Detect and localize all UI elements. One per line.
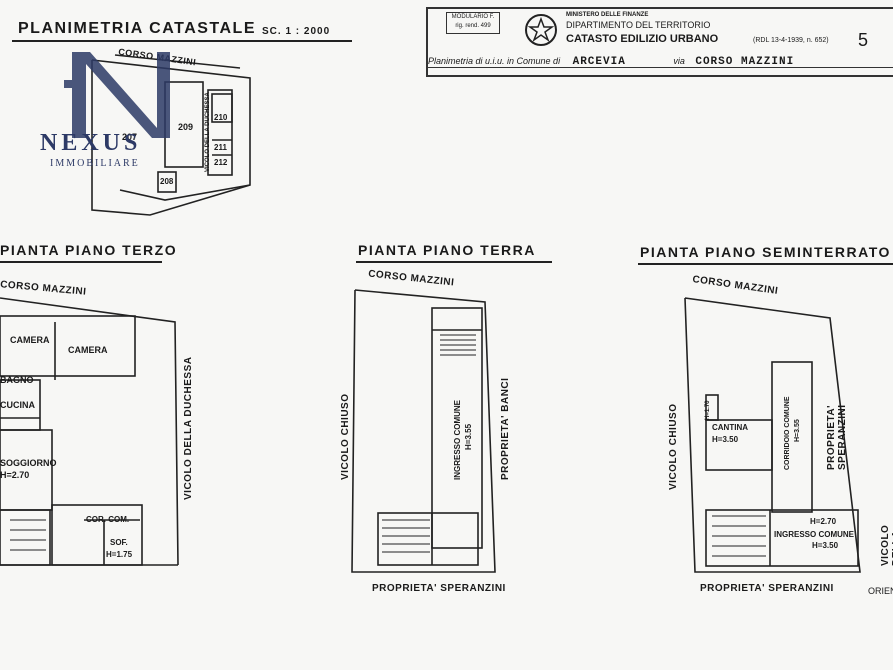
sitemap-vicolo: VICOLO DELLA DUCHESSA — [205, 92, 211, 172]
terra-right-label: PROPRIETA' BANCI — [500, 377, 511, 480]
lot-210: 210 — [214, 113, 228, 122]
terra-room-height: H=3.55 — [464, 423, 473, 450]
comune-line: Planimetria di u.i.u. in Comune di ARCEV… — [428, 56, 794, 68]
terzo-cucina: CUCINA — [0, 400, 35, 410]
semi-underline — [638, 263, 893, 265]
via-value: CORSO MAZZINI — [695, 56, 795, 68]
terzo-soggiorno: SOGGIORNO — [0, 458, 57, 468]
semi-ingresso: INGRESSO COMUNE — [774, 530, 855, 539]
semi-orientation: ORIEN — [868, 586, 893, 596]
terra-title: PIANTA PIANO TERRA — [358, 242, 536, 258]
terzo-height: H=2.70 — [0, 470, 30, 480]
terzo-camera-2: CAMERA — [68, 345, 108, 355]
catasto-header-box — [426, 7, 893, 77]
logo-sub: IMMOBILIARE — [50, 158, 140, 169]
catasto-label: CATASTO EDILIZIO URBANO — [566, 33, 719, 45]
semi-ingresso-height: H=3.50 — [812, 541, 839, 550]
document-title: PLANIMETRIA CATASTALE — [18, 20, 256, 37]
semi-corridor-height: H=3.55 — [794, 419, 801, 442]
semi-cantina-height: H=3.50 — [712, 435, 739, 444]
semi-cantina: CANTINA — [712, 423, 748, 432]
terra-underline — [356, 261, 552, 263]
modulario-stamp: MODULARIO F. rig. rend. 499 — [446, 12, 500, 34]
republic-emblem-icon — [525, 14, 557, 46]
terra-left-street: VICOLO CHIUSO — [340, 393, 351, 480]
terzo-title: PIANTA PIANO TERZO — [0, 242, 178, 258]
law-reference: (RDL 13-4-1939, n. 652) — [753, 37, 829, 44]
terzo-camera-1: CAMERA — [10, 335, 50, 345]
semi-corridor: CORRIDOIO COMUNE — [784, 396, 791, 471]
semi-right-label: PROPRIETA' SPERANZINI — [826, 404, 848, 470]
semi-bottom: PROPRIETA' SPERANZINI — [700, 583, 834, 594]
title-underline — [12, 40, 352, 42]
logo-brand: NEXUS — [40, 130, 142, 156]
terzo-underline — [0, 261, 162, 263]
lot-208: 208 — [160, 177, 174, 186]
terzo-soffitta-height: H=1.75 — [106, 550, 133, 559]
sheet-number: 5 — [858, 30, 869, 50]
comune-value: ARCEVIA — [572, 56, 626, 68]
terra-room: INGRESSO COMUNE — [453, 399, 462, 480]
semi-side-street: VICOLO DELLA — [880, 524, 893, 566]
via-prefix: via — [673, 56, 685, 66]
lot-211: 211 — [214, 143, 227, 152]
comune-prefix: Planimetria di u.i.u. in Comune di — [428, 56, 561, 66]
terra-bottom: PROPRIETA' SPERANZINI — [372, 583, 506, 594]
scale-label: SC. 1 : 2000 — [262, 26, 331, 37]
comune-underline — [428, 67, 893, 68]
ministry-label: MINISTERO DELLE FINANZE — [566, 12, 649, 18]
semi-left-street: VICOLO CHIUSO — [668, 403, 679, 490]
terzo-corridor: COR. COM. — [86, 515, 130, 524]
lot-207: 207 — [122, 132, 138, 142]
nexus-logo-icon — [64, 52, 170, 138]
terzo-bagno: BAGNO — [0, 375, 34, 385]
lot-209: 209 — [178, 122, 194, 132]
terzo-side-street: VICOLO DELLA DUCHESSA — [183, 356, 194, 500]
department-label: DIPARTIMENTO DEL TERRITORIO — [566, 20, 711, 30]
semi-upper-height: H=2.70 — [810, 517, 837, 526]
lot-212: 212 — [214, 158, 228, 167]
terzo-soffitta: SOF. — [110, 538, 128, 547]
semi-small-height: H=1.70 — [705, 400, 711, 420]
semi-title: PIANTA PIANO SEMINTERRATO — [640, 244, 891, 260]
